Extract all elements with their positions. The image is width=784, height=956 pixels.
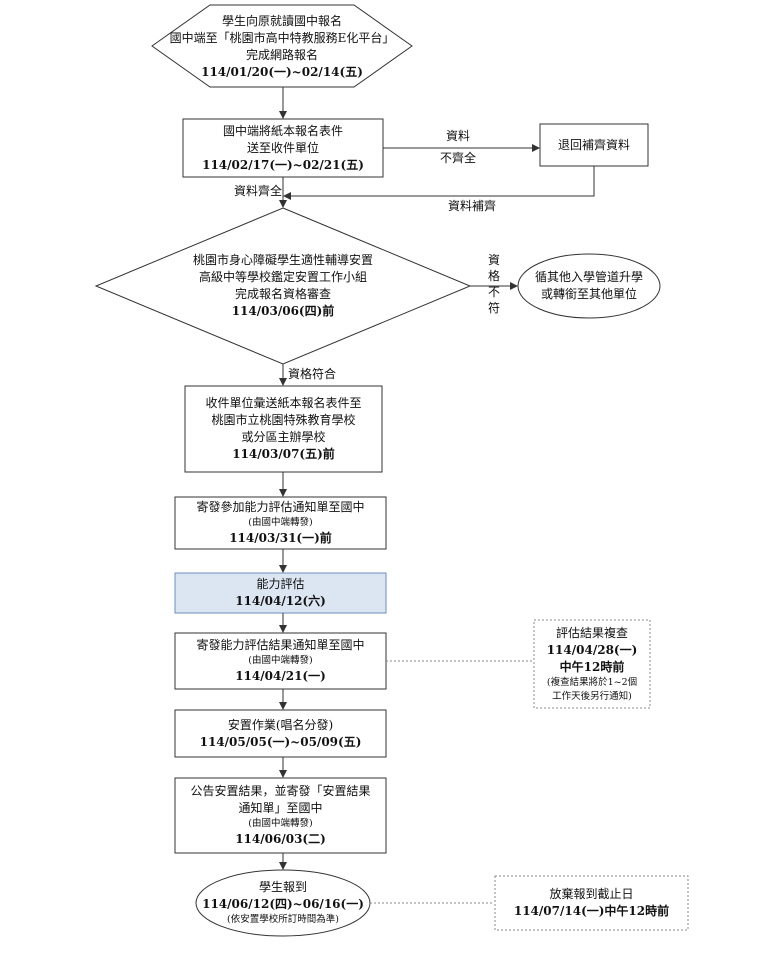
edge-label-qualified: 資格符合 [288,367,337,381]
assessment-label: 能力評估 [256,577,305,591]
submit-paper-node: 國中端將紙本報名表件 送至收件單位 114/02/17(一)~02/21(五) [183,119,383,177]
recheck-note-1: (複查結果將於1~2個 [546,676,638,688]
deadline-node: 放棄報到截止日 114/07/14(一)中午12時前 [495,876,688,930]
recheck-date: 114/04/28(一) [546,642,638,657]
assessment-date: 114/04/12(六) [235,594,326,608]
forward-line-3: 或分區主辦學校 [241,430,326,444]
deadline-date: 114/07/14(一)中午12時前 [513,904,670,918]
notice-box [174,496,387,550]
forward-date: 114/03/07(五)前 [232,447,335,461]
registration-line-3: 完成網路報名 [245,48,318,62]
other-path-ellipse [517,253,661,319]
result-notice-note: (由國中端轉發) [248,655,313,666]
result-notice-line-1: 寄發能力評估結果通知單至國中 [196,638,365,652]
recheck-box [533,619,651,709]
deadline-label: 放棄報到截止日 [549,887,634,901]
placement-node: 安置作業(唱名分發) 114/05/05(一)~05/09(五) [175,710,386,757]
review-node: 桃園市身心障礙學生適性輔導安置 高級中等學校鑑定安置工作小組 完成報名資格審查 … [140,244,426,328]
announce-line-2: 通知單」至國中 [238,801,323,815]
enroll-note: (依安置學校所訂時間為準) [227,914,339,925]
notice-date: 114/03/31(一)前 [229,531,332,545]
forward-node: 收件單位彙送紙本報名表件至 桃園市立桃園特殊教育學校 或分區主辦學校 114/0… [185,386,382,472]
notice-node: 寄發參加能力評估通知單至國中 (由國中端轉發) 114/03/31(一)前 [175,497,386,549]
forward-line-1: 收件單位彙送紙本報名表件至 [205,396,362,410]
placement-date: 114/05/05(一)~05/09(五) [199,734,362,749]
recheck-note-2: 工作天後另行通知) [552,690,632,702]
assessment-box [174,572,387,614]
submit-paper-line-2: 送至收件單位 [246,140,319,155]
forward-line-2: 桃園市立桃園特殊教育學校 [211,413,356,427]
announce-line-1: 公告安置結果，並寄發「安置結果 [190,784,371,798]
enroll-node: 學生報到 114/06/12(四)~06/16(一) (依安置學校所訂時間為準) [196,874,370,932]
recheck-time: 中午12時前 [559,659,625,674]
registration-node: 學生向原就讀國中報名 國中端至「桃園市高中特教服務E化平台」 完成網路報名 11… [152,8,412,86]
submit-paper-date: 114/02/17(一)~02/21(五) [202,157,364,172]
review-line-1: 桃園市身心障礙學生適性輔導安置 [192,253,373,267]
enroll-label: 學生報到 [258,880,307,894]
registration-hexagon [151,4,413,88]
announce-note: (由國中端轉發) [248,818,313,829]
other-path-line-1: 循其他入學管道升學 [534,270,643,284]
assessment-node: 能力評估 114/04/12(六) [175,573,386,613]
edge-label-supplemented: 資料補齊 [448,199,497,213]
announce-node: 公告安置結果，並寄發「安置結果 通知單」至國中 (由國中端轉發) 114/06/… [175,778,386,853]
edge-label-not-qualified: 資 格 不 符 [487,253,500,315]
registration-line-2: 國中端至「桃園市高中特教服務E化平台」 [169,31,395,45]
edge-label-incomplete-2: 不齊全 [440,151,477,165]
placement-box [174,709,387,758]
review-date: 114/03/06(四)前 [231,304,335,318]
notice-note: (由國中端轉發) [248,517,313,528]
announce-box [174,777,387,854]
other-path-line-2: 或轉銜至其他單位 [540,287,637,301]
deadline-box [494,875,689,931]
placement-label: 安置作業(唱名分發) [227,717,334,732]
edge-label-complete: 資料齊全 [234,184,283,198]
recheck-label: 評估結果複查 [555,625,628,640]
result-notice-node: 寄發能力評估結果通知單至國中 (由國中端轉發) 114/04/21(一) [175,633,386,689]
review-line-2: 高級中等學校鑑定安置工作小組 [198,270,367,284]
enroll-date: 114/06/12(四)~06/16(一) [202,897,364,911]
result-notice-date: 114/04/21(一) [235,669,326,683]
return-docs-label: 退回補齊資料 [557,137,630,152]
registration-line-1: 學生向原就讀國中報名 [221,14,342,28]
registration-date: 114/01/20(一)~02/14(五) [201,65,363,79]
edge-label-incomplete-1: 資料 [446,129,471,143]
announce-date: 114/06/03(二) [235,832,326,846]
return-docs-node: 退回補齊資料 [540,124,648,166]
submit-paper-line-1: 國中端將紙本報名表件 [222,123,343,138]
other-path-node: 循其他入學管道升學 或轉銜至其他單位 [520,262,658,310]
review-line-3: 完成報名資格審查 [234,287,331,301]
notice-line-1: 寄發參加能力評估通知單至國中 [196,500,365,514]
recheck-node: 評估結果複查 114/04/28(一) 中午12時前 (複查結果將於1~2個 工… [534,620,650,708]
